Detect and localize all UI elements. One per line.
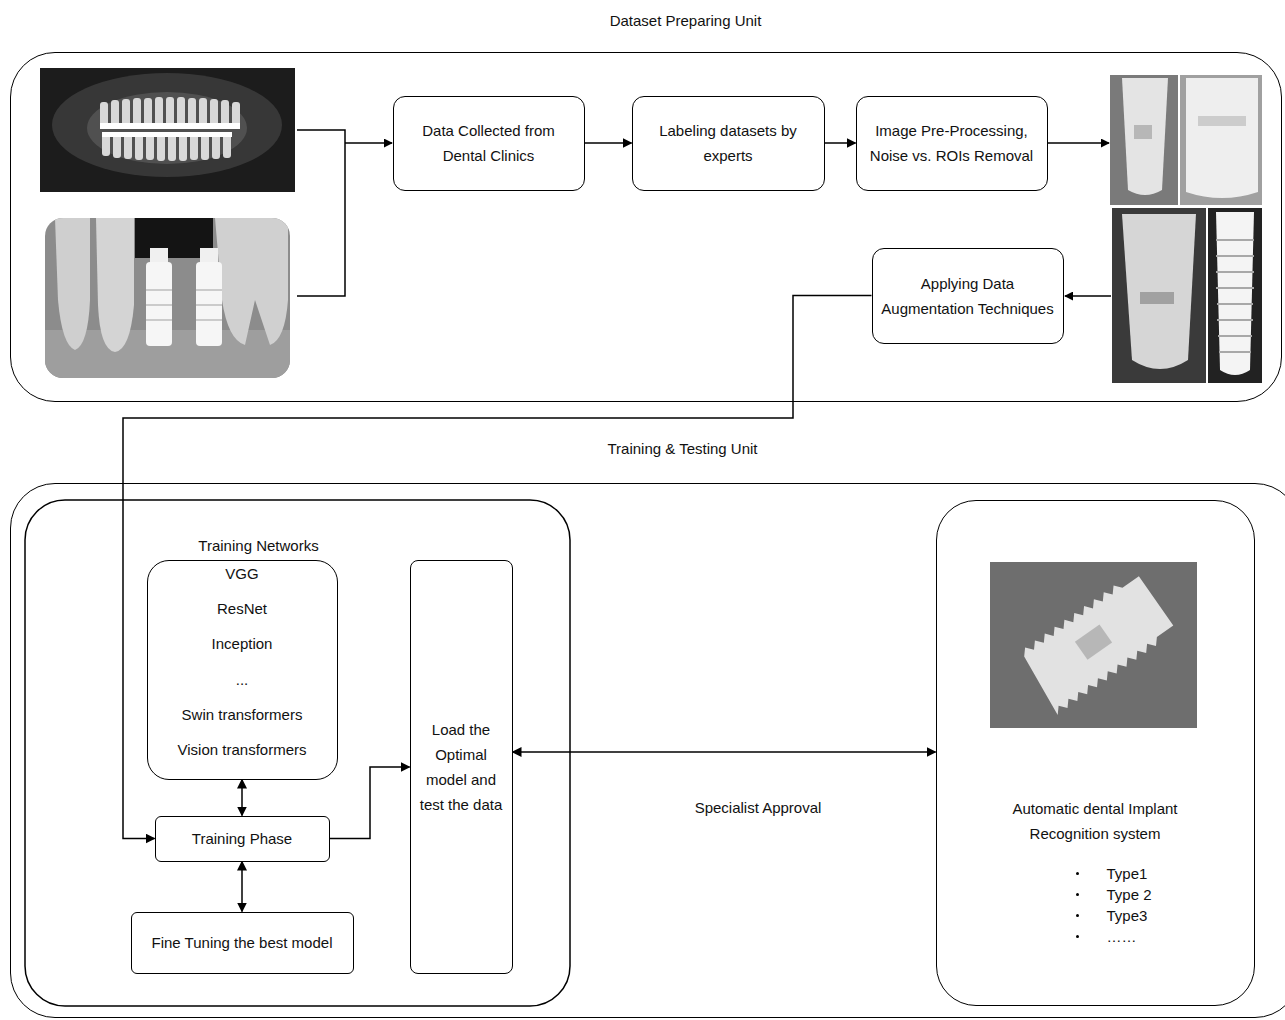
implant-crops (1110, 75, 1262, 383)
implant-type: Type3 (1107, 905, 1148, 926)
edge-label: Specialist Approval (691, 798, 826, 818)
unit-title: Training & Testing Unit (607, 440, 757, 458)
panoramic-xray (40, 68, 295, 192)
bullet-dot (1076, 914, 1079, 917)
node-text: Training Phase (162, 826, 323, 851)
connector-arrow (585, 142, 632, 144)
recognition-system-box: Automatic dental Implant Recognition sys… (936, 500, 1255, 1006)
process-box: Applying Data Augmentation Techniques (872, 248, 1064, 344)
node-text: Fine Tuning the best model (138, 930, 347, 955)
box-content: Image Pre-Processing, Noise vs. ROIs Rem… (863, 118, 1041, 168)
training-container (25, 500, 570, 1006)
process-box: Labeling datasets by experts (632, 96, 825, 191)
process-box: Image Pre-Processing, Noise vs. ROIs Rem… (856, 96, 1048, 191)
process-box: Training Phase (155, 816, 330, 862)
connector-arrow (241, 780, 243, 816)
connector-arrow (513, 751, 936, 753)
network-list-box: Training NetworksVGGResNetInception...Sw… (147, 560, 338, 780)
process-box: Load the Optimal model and test the data (410, 560, 513, 974)
node-text: Load the Optimal model and test the data (415, 717, 508, 817)
periapical-xray (45, 218, 290, 378)
type-item: …… (937, 926, 1254, 947)
unit-band: Dataset Preparing UnitData Collected fro… (10, 52, 1282, 402)
node-text: Data Collected from Dental Clinics (400, 118, 578, 168)
box-content: Applying Data Augmentation Techniques (879, 271, 1057, 321)
network-name: Vision transformers (178, 740, 307, 760)
node-text: Image Pre-Processing, Noise vs. ROIs Rem… (863, 118, 1041, 168)
type-list: Type1Type 2Type3…… (937, 863, 1254, 947)
connector-arrow (241, 862, 243, 912)
bullet-dot (1076, 935, 1079, 938)
network-name: Inception (212, 634, 273, 654)
process-box: Data Collected from Dental Clinics (393, 96, 585, 191)
node-text: Applying Data Augmentation Techniques (879, 271, 1057, 321)
box-content: Labeling datasets by experts (639, 118, 818, 168)
type-item: Type 2 (937, 884, 1254, 905)
box-content: Load the Optimal model and test the data (415, 717, 508, 817)
connector-arrow (330, 767, 410, 839)
box-content: Fine Tuning the best model (138, 930, 347, 955)
network-name: ResNet (217, 599, 267, 619)
list-heading: Training Networks (198, 536, 318, 556)
type-item: Type1 (937, 863, 1254, 884)
network-name: VGG (225, 564, 258, 584)
unit-title: Dataset Preparing Unit (610, 12, 762, 30)
bullet-dot (1076, 893, 1079, 896)
bullet-dot (1076, 872, 1079, 875)
node-text: Labeling datasets by experts (639, 118, 818, 168)
process-box: Fine Tuning the best model (131, 912, 354, 974)
implant-type: Type1 (1107, 863, 1148, 884)
connector-arrow (825, 142, 856, 144)
system-title: Automatic dental Implant Recognition sys… (947, 796, 1244, 846)
implant-image (990, 562, 1197, 728)
network-name: ... (236, 670, 249, 690)
type-item: Type3 (937, 905, 1254, 926)
result-text-block: Automatic dental Implant Recognition sys… (947, 796, 1244, 846)
implant-type: …… (1107, 926, 1137, 947)
unit-band: Training & Testing UnitTraining Networks… (10, 483, 1285, 1018)
network-name: Swin transformers (182, 705, 303, 725)
implant-type: Type 2 (1107, 884, 1152, 905)
box-content: Data Collected from Dental Clinics (400, 118, 578, 168)
box-content: Training Phase (162, 826, 323, 851)
